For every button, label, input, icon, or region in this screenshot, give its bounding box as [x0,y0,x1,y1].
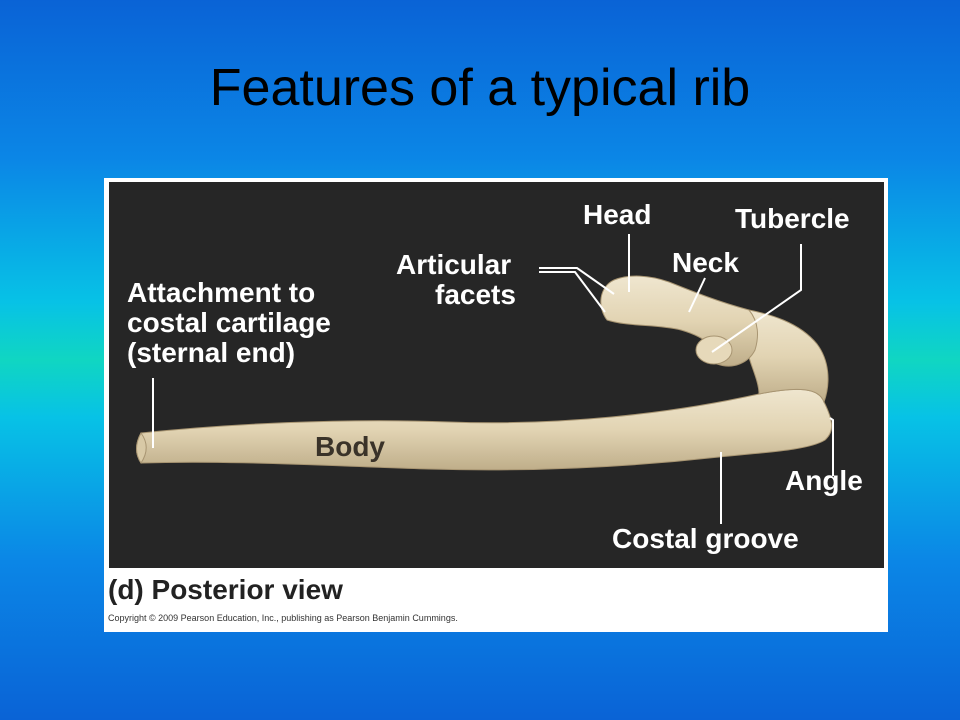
label-tubercle: Tubercle [735,203,850,234]
label-head: Head [583,199,652,230]
slide-title: Features of a typical rib [209,59,751,117]
rib-bone [136,388,833,471]
articular-facets-leader-line [539,267,615,295]
rib-image-panel: Head Tubercle Neck Articular facets Atta… [109,182,884,568]
figure-caption: (d) Posterior view [108,574,343,605]
angle-leader-line [829,417,834,476]
label-articular-facets-line2: facets [435,279,516,310]
rib-illustration [136,234,834,524]
label-attachment-line2: costal cartilage [127,307,331,338]
tubercle-leader-line [711,244,802,353]
label-costal-groove: Costal groove [612,523,799,554]
label-body: Body [315,431,385,462]
rib-neck-head [600,275,758,367]
neck-leader-line [688,277,706,313]
label-neck: Neck [672,247,739,278]
label-attachment-line1: Attachment to [127,277,316,308]
label-articular-facets-line1: Articular [396,249,512,280]
label-angle: Angle [785,465,863,496]
articular-facets-leader-line-2 [539,271,606,313]
rib-figure: Head Tubercle Neck Articular facets Atta… [104,178,888,632]
sternal-end-shape [136,432,147,464]
leader-lines [152,234,834,524]
label-attachment-line3: (sternal end) [127,337,296,368]
copyright-notice: Copyright © 2009 Pearson Education, Inc.… [108,613,458,623]
